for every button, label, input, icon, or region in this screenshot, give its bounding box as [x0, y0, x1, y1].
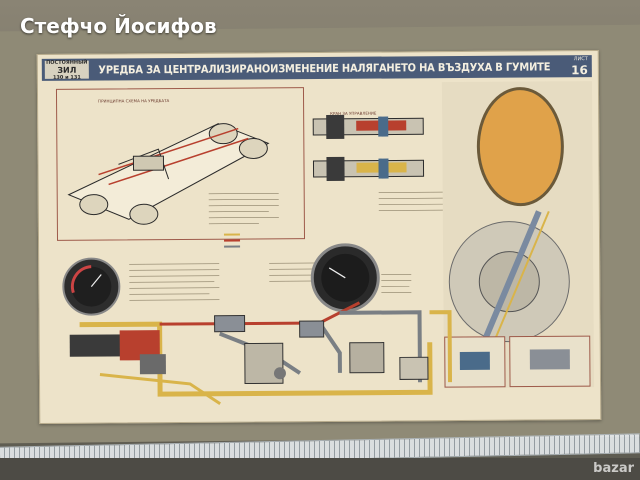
tire-hub-illustration	[441, 81, 595, 389]
valve-cross-section-top	[312, 114, 424, 139]
floor-area	[0, 458, 640, 480]
poster-illustration	[62, 81, 595, 405]
pressure-gauge-small	[62, 257, 121, 316]
valve-cross-section-bottom	[312, 156, 425, 181]
pressure-gauge-large	[310, 243, 380, 313]
legend-swatches	[223, 233, 241, 248]
site-watermark: bazar	[593, 461, 634, 476]
valve-assembly-bottom	[69, 315, 429, 385]
technical-poster: ПОСТОЯННЫЙ ЗИЛ 130 и 131 УРЕДБА ЗА ЦЕНТР…	[36, 50, 602, 424]
seller-name-overlay: Стефчо Йосифов	[20, 14, 217, 38]
description-text-block	[129, 191, 449, 301]
chassis-drawing	[67, 123, 270, 225]
